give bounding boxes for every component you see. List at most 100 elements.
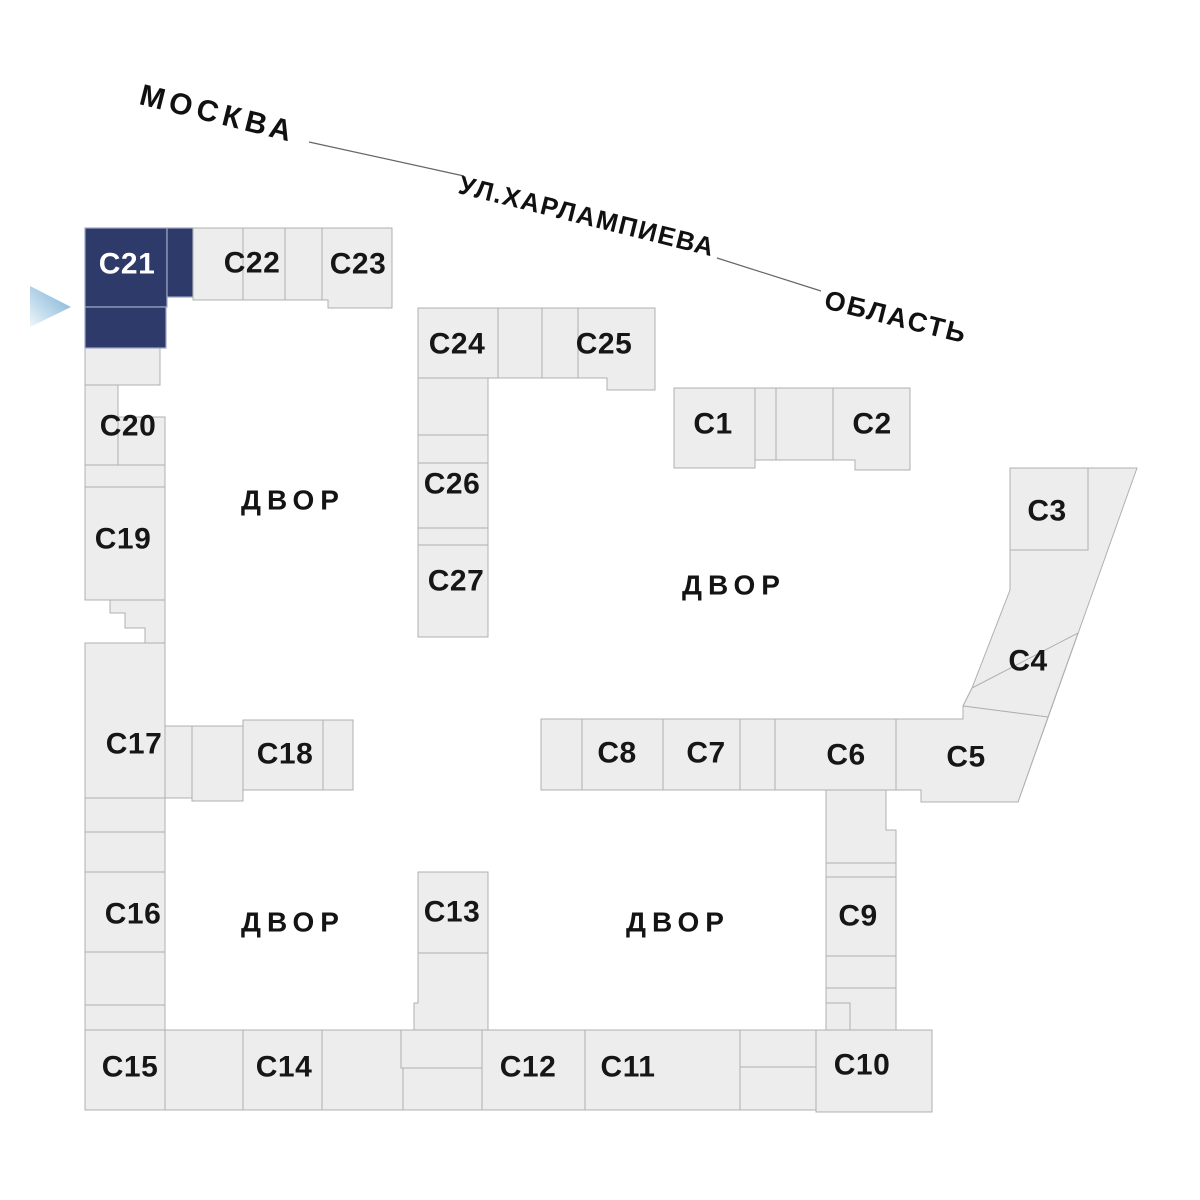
- building-c8-shape[interactable]: [581, 718, 664, 791]
- building-section: [84, 797, 166, 833]
- building-c6-shape[interactable]: [774, 718, 897, 791]
- selected-building-arrow-icon: [30, 286, 71, 327]
- building-c21-shape[interactable]: [84, 227, 168, 308]
- building-c2-label: С2: [852, 408, 891, 441]
- building-c16[interactable]: С16: [84, 871, 166, 953]
- building-c25-shape[interactable]: [577, 307, 656, 391]
- building-c1[interactable]: С1: [673, 387, 756, 469]
- building-c3-label: С3: [1027, 495, 1066, 528]
- building-c2[interactable]: С2: [832, 387, 911, 471]
- building-c22-shape[interactable]: [242, 227, 286, 301]
- building-c13-shape[interactable]: [417, 871, 489, 954]
- building-section: [417, 527, 489, 546]
- building-section: [417, 377, 489, 436]
- building-c24[interactable]: С24: [417, 307, 499, 379]
- building-c11-label: С11: [601, 1051, 656, 1084]
- building-c16-shape[interactable]: [84, 871, 166, 953]
- street-name-label: УЛ.ХАРЛАМПИЕВА: [456, 170, 719, 263]
- building-c9[interactable]: С9: [825, 789, 897, 957]
- courtyard-label: ДВОР: [241, 485, 345, 516]
- building-c18-shape[interactable]: [242, 719, 324, 791]
- building-c27-shape[interactable]: [417, 544, 489, 638]
- building-c1-label: С1: [693, 408, 732, 441]
- building-c24-shape[interactable]: [417, 307, 499, 379]
- building-c7[interactable]: С7: [662, 718, 741, 791]
- building-c9-shape[interactable]: [825, 876, 897, 957]
- building-c7-label: С7: [686, 737, 725, 770]
- courtyard-label: ДВОР: [241, 907, 345, 938]
- building-section: [400, 1029, 483, 1069]
- courtyard-label: ДВОР: [626, 907, 730, 938]
- building-c14-label: С14: [256, 1051, 313, 1084]
- building-c21-shape[interactable]: [84, 306, 167, 349]
- building-c5-shape[interactable]: [895, 705, 1049, 803]
- building-section: [84, 347, 161, 386]
- building-c5[interactable]: С5: [895, 705, 1049, 803]
- building-c11[interactable]: С11: [584, 1029, 741, 1111]
- building-c23[interactable]: С23: [321, 227, 393, 309]
- building-c17-shape[interactable]: [84, 642, 193, 799]
- building-section: [754, 387, 777, 461]
- building-c15-shape[interactable]: [84, 1029, 166, 1111]
- building-c21-label: С21: [99, 248, 156, 281]
- building-section: [402, 1067, 483, 1111]
- building-c25-label: С25: [576, 328, 633, 361]
- building-c21-shape[interactable]: [166, 227, 194, 298]
- building-c26[interactable]: С26: [417, 462, 489, 529]
- building-c8-label: С8: [597, 737, 636, 770]
- building-c27-label: С27: [428, 565, 485, 598]
- building-c24-label: С24: [429, 328, 486, 361]
- building-c10[interactable]: С10: [815, 1029, 933, 1113]
- building-c8[interactable]: С8: [581, 718, 664, 791]
- building-c9-shape[interactable]: [825, 862, 897, 878]
- building-c19-shape[interactable]: [84, 486, 166, 601]
- building-c16-label: С16: [105, 898, 162, 931]
- building-c7-shape[interactable]: [662, 718, 741, 791]
- building-section: [540, 718, 583, 791]
- building-c2-shape[interactable]: [832, 387, 911, 471]
- building-section: [109, 599, 166, 644]
- building-c17[interactable]: С17: [84, 642, 193, 799]
- building-c12[interactable]: С12: [481, 1029, 586, 1111]
- building-c3[interactable]: С3: [1009, 467, 1089, 551]
- building-c15-label: С15: [102, 1051, 159, 1084]
- building-c5-label: С5: [946, 741, 985, 774]
- building-sections: [84, 307, 1138, 1111]
- building-c13[interactable]: С13: [413, 871, 489, 1031]
- building-c23-shape[interactable]: [321, 227, 393, 309]
- building-c19-label: С19: [95, 523, 152, 556]
- building-c1-shape[interactable]: [673, 387, 756, 469]
- building-c11-shape[interactable]: [584, 1029, 741, 1111]
- building-c26-label: С26: [424, 468, 481, 501]
- building-section: [739, 718, 776, 791]
- building-c25[interactable]: С25: [576, 307, 656, 391]
- building-c6[interactable]: С6: [774, 718, 897, 791]
- building-c14-shape[interactable]: [242, 1029, 323, 1111]
- building-c3-shape[interactable]: [1009, 467, 1089, 551]
- building-section: [497, 307, 543, 379]
- building-c18[interactable]: С18: [242, 719, 324, 791]
- building-c12-shape[interactable]: [481, 1029, 586, 1111]
- building-c21[interactable]: С21: [84, 227, 194, 349]
- building-c14[interactable]: С14: [242, 1029, 323, 1111]
- building-c20[interactable]: С20: [84, 384, 166, 466]
- building-section: [84, 831, 166, 873]
- building-c19[interactable]: С19: [84, 486, 166, 601]
- building-c20-shape[interactable]: [84, 384, 166, 466]
- building-c17-label: С17: [106, 728, 163, 761]
- building-c13-shape[interactable]: [413, 952, 489, 1031]
- building-c22-shape[interactable]: [284, 227, 323, 301]
- building-c27[interactable]: С27: [417, 544, 489, 638]
- building-c26-shape[interactable]: [417, 462, 489, 529]
- courtyard-label: ДВОР: [682, 570, 786, 601]
- building-c4[interactable]: С4: [962, 631, 1079, 718]
- building-c10-shape[interactable]: [815, 1029, 933, 1113]
- building-c9-shape[interactable]: [825, 789, 897, 864]
- building-section: [191, 725, 244, 802]
- building-section: [321, 1029, 404, 1111]
- building-c22[interactable]: С22: [192, 227, 323, 301]
- region-direction-label: ОБЛАСТЬ: [821, 285, 970, 349]
- building-section: [825, 955, 897, 989]
- building-c15[interactable]: С15: [84, 1029, 166, 1111]
- building-section: [322, 719, 354, 791]
